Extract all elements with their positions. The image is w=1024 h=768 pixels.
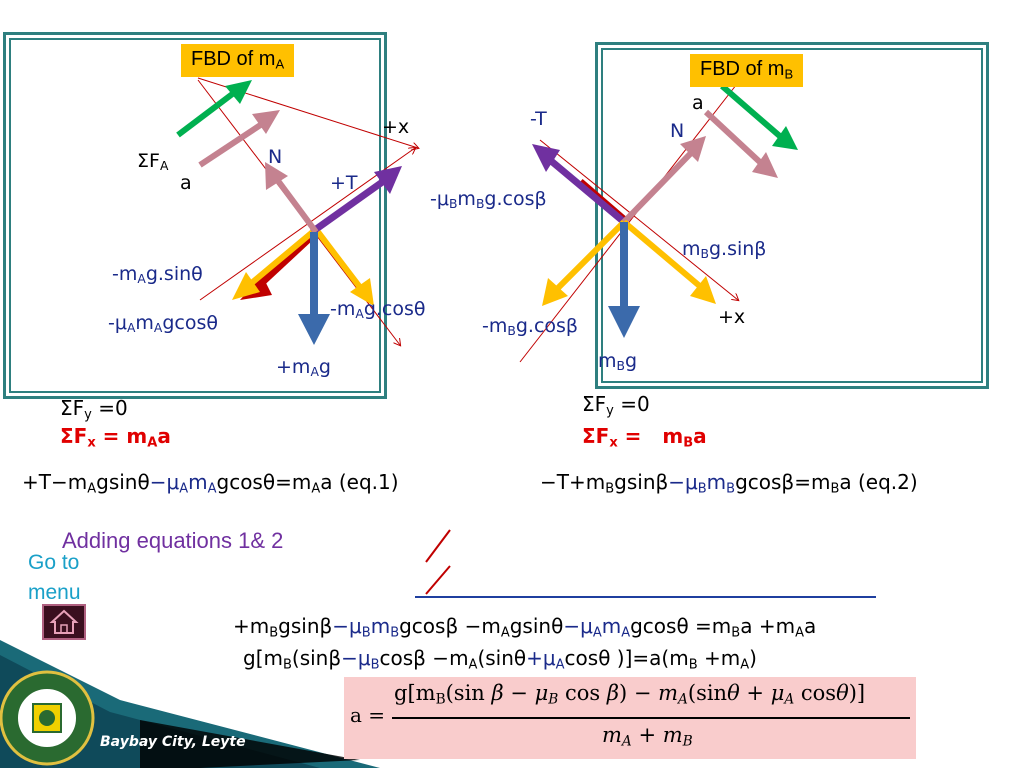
equation-2: −T+mBgsinβ−μBmBgcosβ=mBa (eq.2) bbox=[540, 470, 918, 497]
fbd-b-gravity-label: mBg bbox=[598, 350, 638, 374]
fbd-a-weight-cos-arrow bbox=[315, 230, 365, 292]
factored-equation: g[mB(sinβ−μBcosβ −mA(sinθ+μAcosθ )]=a(mB… bbox=[243, 646, 757, 673]
fbd-b-normal-arrow bbox=[621, 149, 695, 225]
fbd-b-friction-label: -μBmBg.cosβ bbox=[430, 188, 547, 212]
fbd-a-weight-cos-label: -mAg.cosθ bbox=[330, 298, 426, 322]
fbd-a-weight-sin-arrow bbox=[246, 227, 317, 289]
fbd-b-weight-cos-label: -mBg.cosβ bbox=[482, 315, 579, 339]
fbd-b-weight-sin-arrow bbox=[622, 219, 704, 291]
fbd-b-tension-label: -T bbox=[530, 108, 547, 130]
combined-equation: +mBgsinβ−μBmBgcosβ −mAgsinθ−μAmAgcosθ =m… bbox=[233, 614, 817, 641]
formula-fraction-bar bbox=[392, 717, 910, 719]
equation-1: +T−mAgsinθ−μAmAgcosθ=mAa (eq.1) bbox=[22, 470, 399, 497]
fbd-b-acceleration-arrow bbox=[703, 109, 765, 167]
acceleration-formula-box: a = g[mB(sin β − μB cos β) − mA(sinθ + μ… bbox=[344, 677, 916, 759]
footer-location: Baybay City, Leyte bbox=[100, 734, 246, 750]
adding-equations-heading: Adding equations 1& 2 bbox=[62, 528, 284, 553]
fbd-a-sum-fx: ΣFx = mAa bbox=[60, 424, 171, 451]
fbd-b-weight-cos-arrow bbox=[553, 219, 627, 293]
fbd-a-weight-sin-label: -mAg.sinθ bbox=[112, 263, 203, 287]
fbd-a-tension-arrow bbox=[309, 175, 391, 235]
formula-lhs: a = bbox=[350, 703, 386, 727]
fbd-a-sum-force-label: ΣFA bbox=[137, 150, 169, 174]
fbd-a-normal-label: N bbox=[268, 146, 283, 168]
fbd-b-y-axis-line bbox=[519, 79, 741, 363]
fbd-a-sum-fy: ΣFy =0 bbox=[60, 396, 128, 423]
cancel-slash-1 bbox=[425, 529, 451, 563]
fbd-a-friction-label: -μAmAgcosθ bbox=[108, 312, 219, 336]
fbd-b-acceleration-label: a bbox=[692, 92, 704, 114]
fbd-a-frame bbox=[3, 32, 387, 399]
fbd-a-gravity-label: +mAg bbox=[276, 356, 331, 380]
home-icon bbox=[49, 609, 79, 634]
fbd-a-title: FBD of mA bbox=[181, 44, 295, 78]
fbd-b-plus-x-label: +x bbox=[718, 306, 746, 328]
go-to-menu-link[interactable]: Go to menu bbox=[28, 551, 81, 604]
fbd-b-sum-fy: ΣFy =0 bbox=[582, 392, 650, 419]
fbd-b-frame bbox=[595, 42, 989, 389]
formula-numerator: g[mB(sin β − μB cos β) − mA(sinθ + μA co… bbox=[394, 681, 866, 708]
fbd-b-tension-arrow bbox=[547, 157, 627, 225]
fbd-a-tension-label: +T bbox=[330, 172, 358, 194]
fbd-b-sum-fx: ΣFx = mBa bbox=[582, 424, 707, 451]
home-button[interactable] bbox=[42, 604, 86, 640]
fbd-a-normal-arrow bbox=[273, 176, 319, 234]
fbd-a-plus-x-label: +x bbox=[382, 116, 410, 138]
fbd-a-net-force-arrow bbox=[176, 89, 237, 138]
fbd-b-weight-sin-label: mBg.sinβ bbox=[682, 238, 767, 262]
formula-denominator: mA + mB bbox=[602, 723, 693, 750]
fbd-b-x-axis-line bbox=[539, 139, 738, 300]
fbd-a-acceleration-arrow bbox=[198, 119, 267, 168]
fbd-b-net-force-arrow bbox=[720, 83, 784, 141]
cancel-slash-2 bbox=[425, 565, 451, 595]
fbd-b-title: FBD of mB bbox=[690, 54, 804, 88]
fbd-a-acceleration-label: a bbox=[180, 172, 192, 194]
fbd-b-normal-label: N bbox=[670, 120, 685, 142]
